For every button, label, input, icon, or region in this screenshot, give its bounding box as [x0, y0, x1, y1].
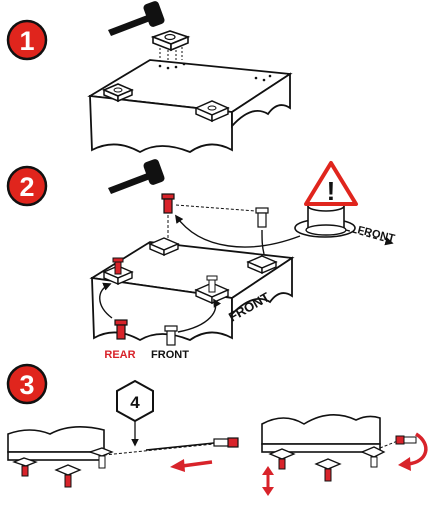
front-pin	[164, 325, 178, 346]
mallet-icon	[108, 1, 165, 36]
front-direction-label: FRONT	[356, 224, 396, 245]
step-3: 3 4	[6, 363, 428, 496]
warning-foot	[294, 200, 356, 238]
step-3-left-cabinet	[7, 426, 215, 488]
white-leveling-pin	[255, 207, 269, 228]
step-2-number: 2	[19, 172, 34, 202]
step-1-number: 1	[19, 26, 34, 56]
hex-key-icon: 4	[116, 379, 154, 423]
step-1: 1	[6, 1, 293, 154]
step-3-number: 3	[19, 370, 34, 400]
front-label: FRONT	[151, 349, 189, 361]
rotate-arrow-icon	[398, 432, 428, 471]
step-1-panel	[87, 59, 293, 154]
hex-key-tool	[145, 437, 239, 451]
rear-label: REAR	[104, 349, 135, 361]
warning-triangle-icon: !	[304, 161, 358, 206]
step-2-badge: 2	[6, 165, 48, 207]
rear-pin	[114, 319, 128, 340]
push-arrow-icon	[170, 459, 213, 472]
step-3-right-cabinet	[261, 414, 417, 482]
step-1-badge: 1	[6, 19, 48, 61]
red-leveling-pin	[161, 193, 175, 214]
warning-symbol: !	[327, 176, 336, 206]
hex-key-size: 4	[130, 393, 140, 412]
step-2: 2 !	[6, 159, 396, 361]
step-3-badge: 3	[6, 363, 48, 405]
mallet-icon	[108, 159, 165, 194]
height-adjust-arrow-icon	[262, 466, 274, 496]
